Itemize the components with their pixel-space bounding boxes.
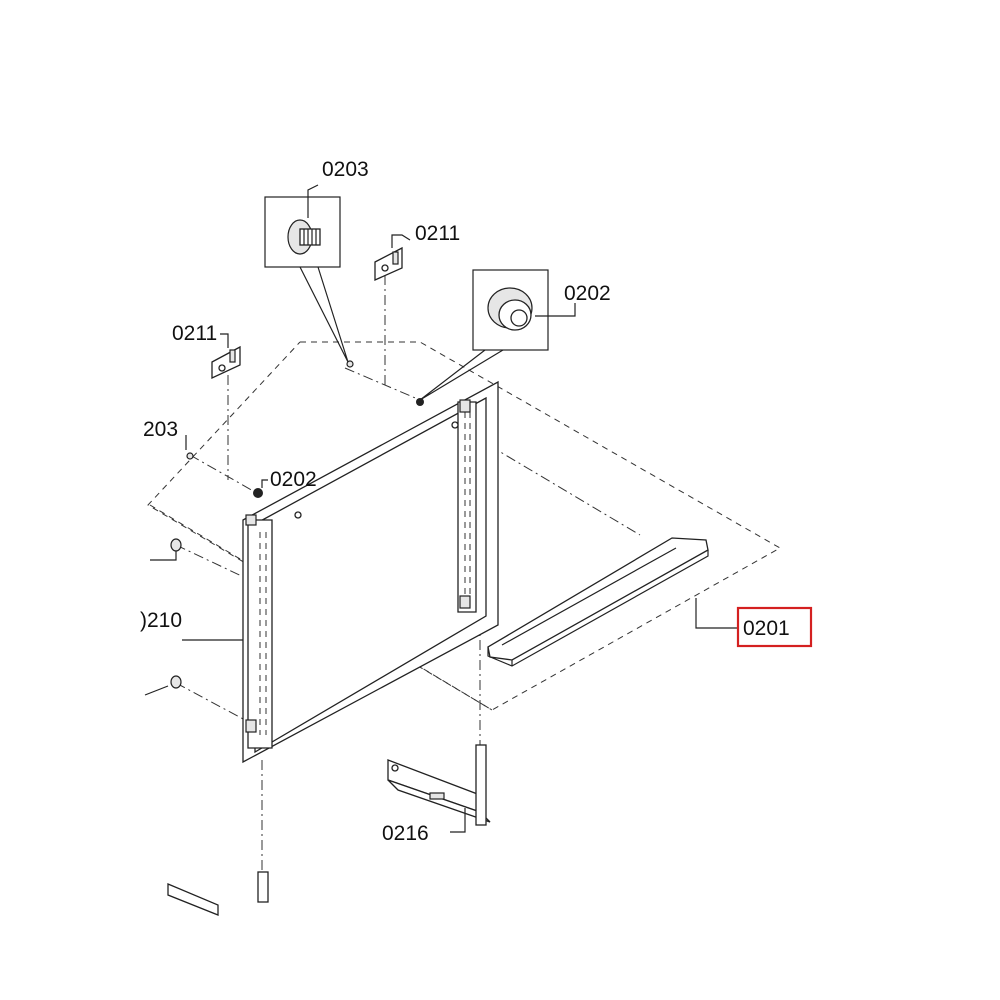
hinge-part [387,744,491,826]
door-handle-bar [487,537,709,667]
label-0201: 0201 [743,617,790,640]
label-0211-top: 0211 [415,222,460,245]
label-0211-left: 0211 [172,322,217,345]
detail-box-0203 [264,184,354,368]
inner-door-panel [242,380,499,764]
label-0202-mid: 0202 [270,468,317,491]
highlight-box-0201 [736,606,813,648]
label-0210-left: )210 [140,609,182,632]
label-0202-top: 0202 [564,282,611,305]
label-0216: 0216 [382,822,429,845]
bracket-0211-left [211,333,241,380]
fasteners [144,435,268,696]
bracket-0211-top [374,234,411,282]
label-0203-top: 0203 [322,158,369,181]
leader-lines [450,598,738,833]
label-0203-left: 203 [143,418,178,441]
detail-box-0202 [416,269,576,406]
lower-hinge-partial [167,871,269,916]
